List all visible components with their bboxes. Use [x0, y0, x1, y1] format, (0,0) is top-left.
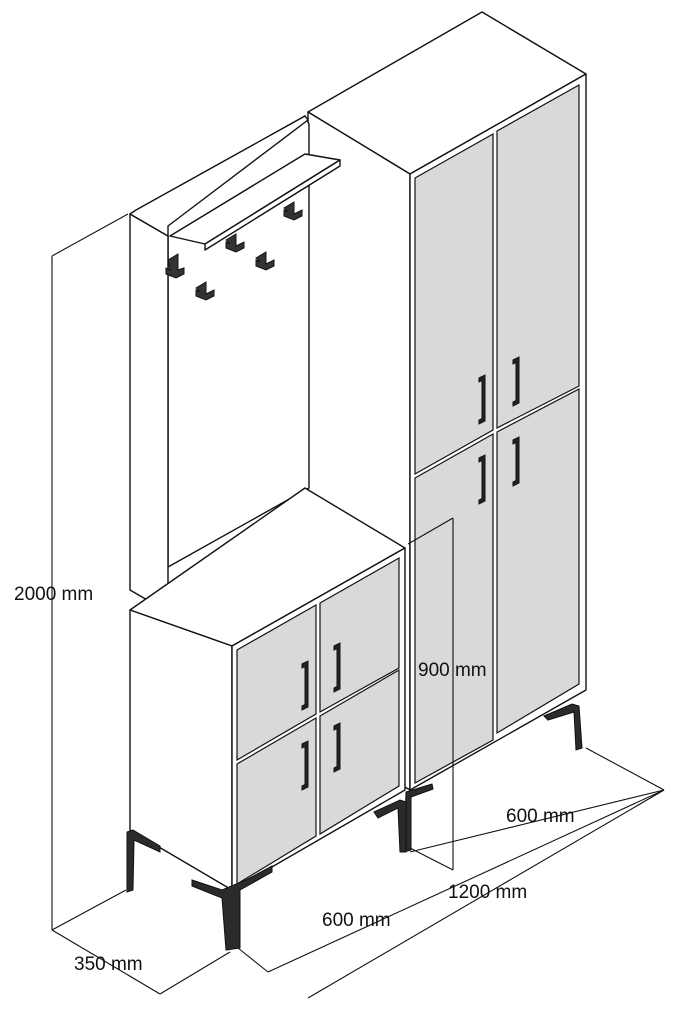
wardrobe-handles	[478, 356, 520, 505]
total-height-label: 2000 mm	[14, 584, 93, 605]
left-width-label: 600 mm	[322, 910, 391, 931]
dimension-lines	[51, 213, 665, 999]
wardrobe-door-lower-left[interactable]	[414, 432, 494, 785]
wardrobe-door-upper-right[interactable]	[496, 83, 580, 429]
cabinet-door-lower-left[interactable]	[236, 716, 317, 886]
cabinet-door-lower-right[interactable]	[319, 668, 400, 836]
hall-stand	[126, 115, 407, 951]
wardrobe-door-lower-right[interactable]	[496, 388, 580, 735]
cabinet-handles	[301, 642, 341, 791]
total-width-label: 1200 mm	[448, 882, 527, 903]
depth-label: 350 mm	[74, 954, 143, 975]
right-width-label: 600 mm	[506, 806, 575, 827]
wardrobe-door-upper-left[interactable]	[414, 132, 494, 476]
cabinet-height-label: 900 mm	[418, 660, 487, 681]
coat-hooks	[165, 201, 303, 301]
cabinet-door-upper-left[interactable]	[236, 603, 317, 762]
tall-wardrobe	[307, 11, 587, 853]
cabinet-legs	[126, 799, 407, 951]
